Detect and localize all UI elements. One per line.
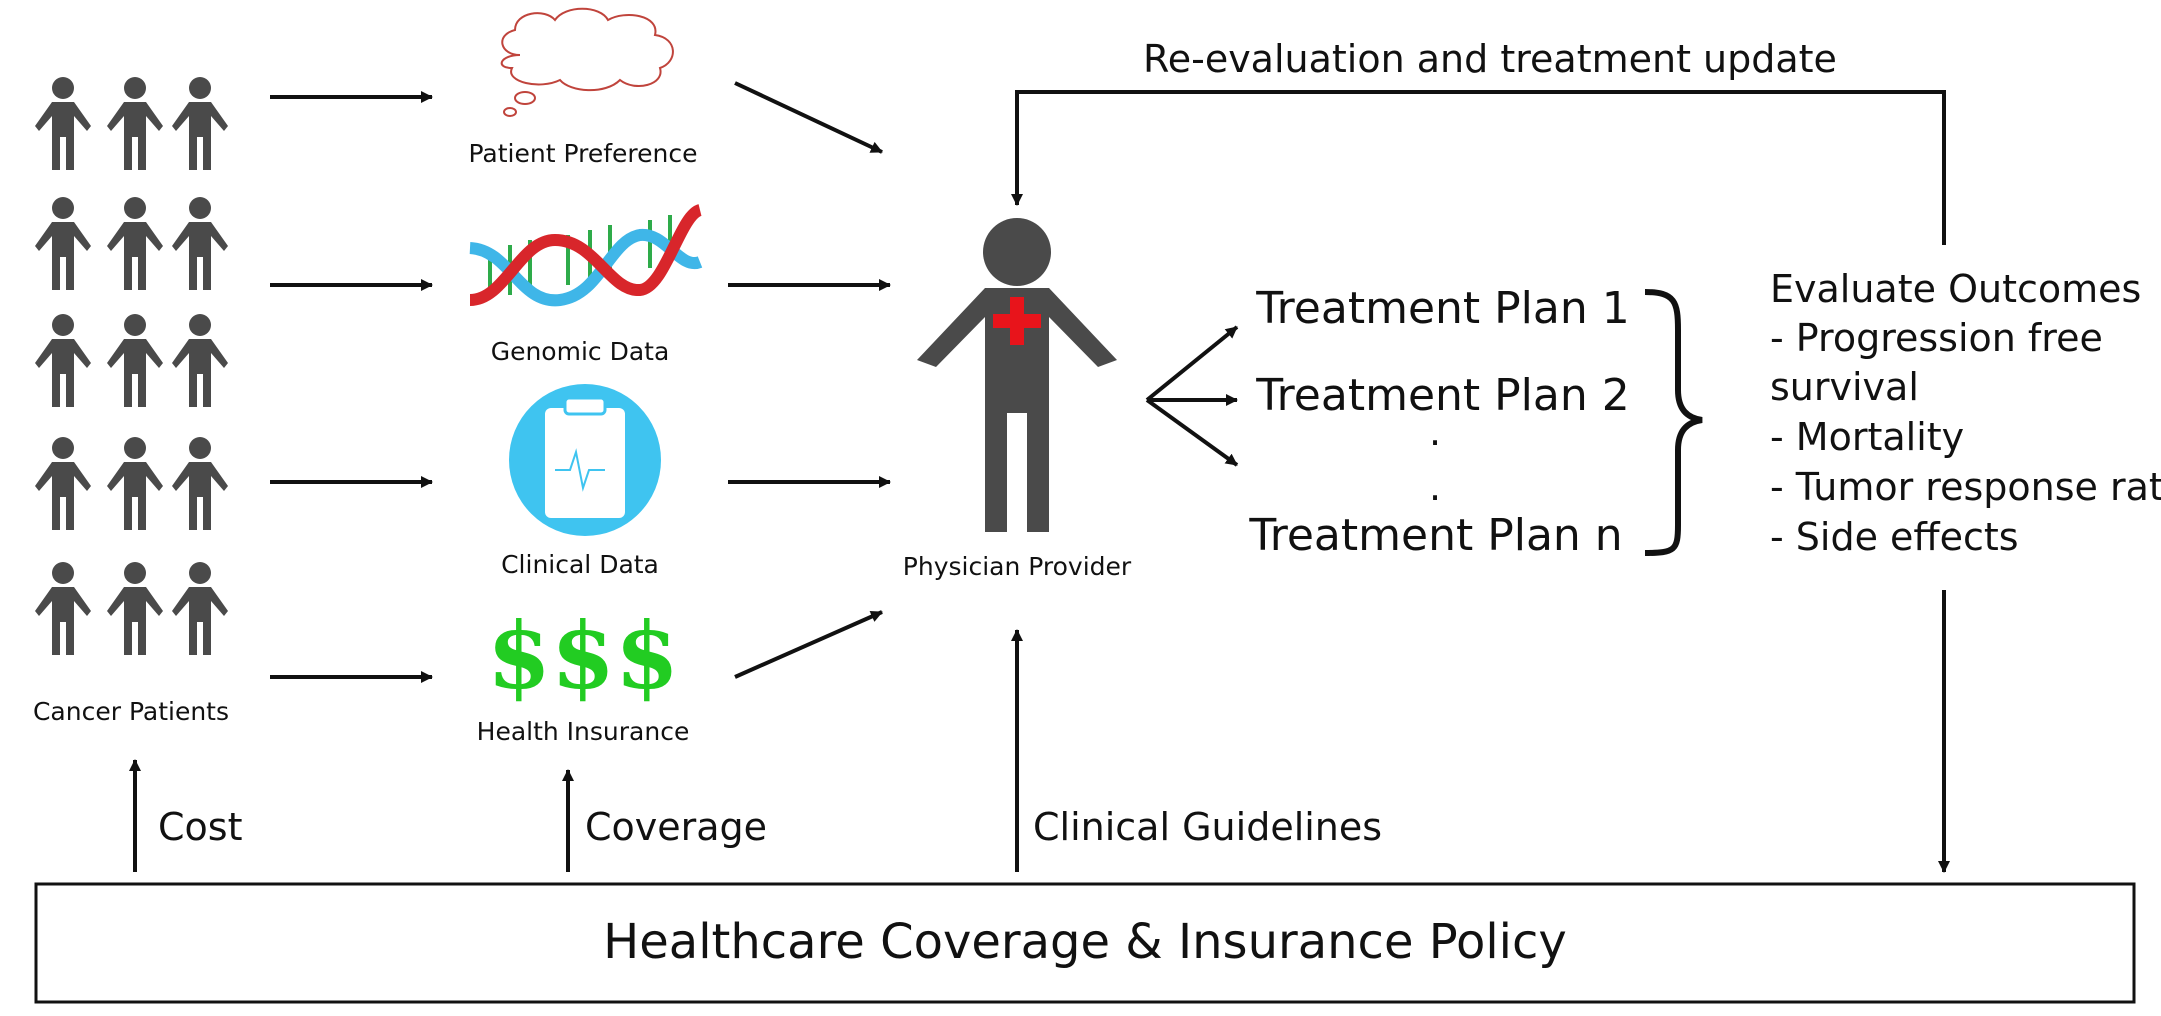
dna-helix-icon	[469, 204, 703, 307]
cost-label: Cost	[158, 805, 242, 849]
ellipsis-dot-1: .	[1429, 410, 1441, 454]
clinical-guidelines-label: Clinical Guidelines	[1033, 805, 1382, 849]
patient-row-2-icon	[35, 197, 228, 290]
outcomes-title: Evaluate Outcomes	[1770, 267, 2141, 311]
ellipsis-dot-2: .	[1429, 465, 1441, 509]
dollar-signs-icon: $$$	[487, 602, 679, 710]
arrow-insurance-to-physician	[734, 610, 883, 679]
cancer-patients-label: Cancer Patients	[33, 697, 229, 726]
outcome-line-1: - Progression free	[1770, 316, 2103, 360]
physician-provider-label: Physician Provider	[903, 552, 1132, 581]
outcome-line-3: - Mortality	[1770, 415, 1964, 459]
clipboard-icon	[509, 384, 661, 536]
curly-brace	[1644, 289, 1703, 556]
policy-box-label: Healthcare Coverage & Insurance Policy	[603, 914, 1567, 970]
outcome-line-5: - Side effects	[1770, 515, 2019, 559]
genomic-data-label: Genomic Data	[491, 337, 670, 366]
patient-to-input-arrows	[270, 91, 433, 683]
treatment-plan-1: Treatment Plan 1	[1255, 283, 1629, 334]
reevaluation-loop-arrow	[1011, 90, 1946, 245]
patient-preference-label: Patient Preference	[468, 139, 697, 168]
red-cross-icon	[993, 297, 1041, 345]
outcome-line-2: survival	[1770, 365, 1919, 409]
treatment-plan-2: Treatment Plan 2	[1255, 370, 1629, 421]
arrow-to-plan-1	[1145, 325, 1239, 402]
cancer-patients-group	[35, 77, 228, 655]
outcome-line-4: - Tumor response rate	[1770, 465, 2161, 509]
policy-box	[34, 882, 2136, 1004]
patient-row-1-icon	[35, 77, 228, 170]
physician-icon	[917, 218, 1117, 532]
arrow-preference-to-physician	[734, 81, 883, 154]
physician-to-plan-arrows	[1145, 325, 1239, 467]
policy-upward-arrows	[129, 629, 1023, 872]
thought-cloud-icon	[500, 7, 674, 117]
patient-row-3-icon	[35, 314, 228, 407]
coverage-label: Coverage	[585, 805, 767, 849]
health-insurance-label: Health Insurance	[477, 717, 690, 746]
input-to-physician-arrows	[728, 81, 891, 679]
clinical-data-label: Clinical Data	[501, 550, 659, 579]
patient-row-5-icon	[35, 562, 228, 655]
patient-row-4-icon	[35, 437, 228, 530]
arrow-to-plan-n	[1145, 398, 1239, 467]
treatment-plan-n: Treatment Plan n	[1248, 510, 1622, 561]
reevaluation-label: Re-evaluation and treatment update	[1143, 37, 1837, 81]
